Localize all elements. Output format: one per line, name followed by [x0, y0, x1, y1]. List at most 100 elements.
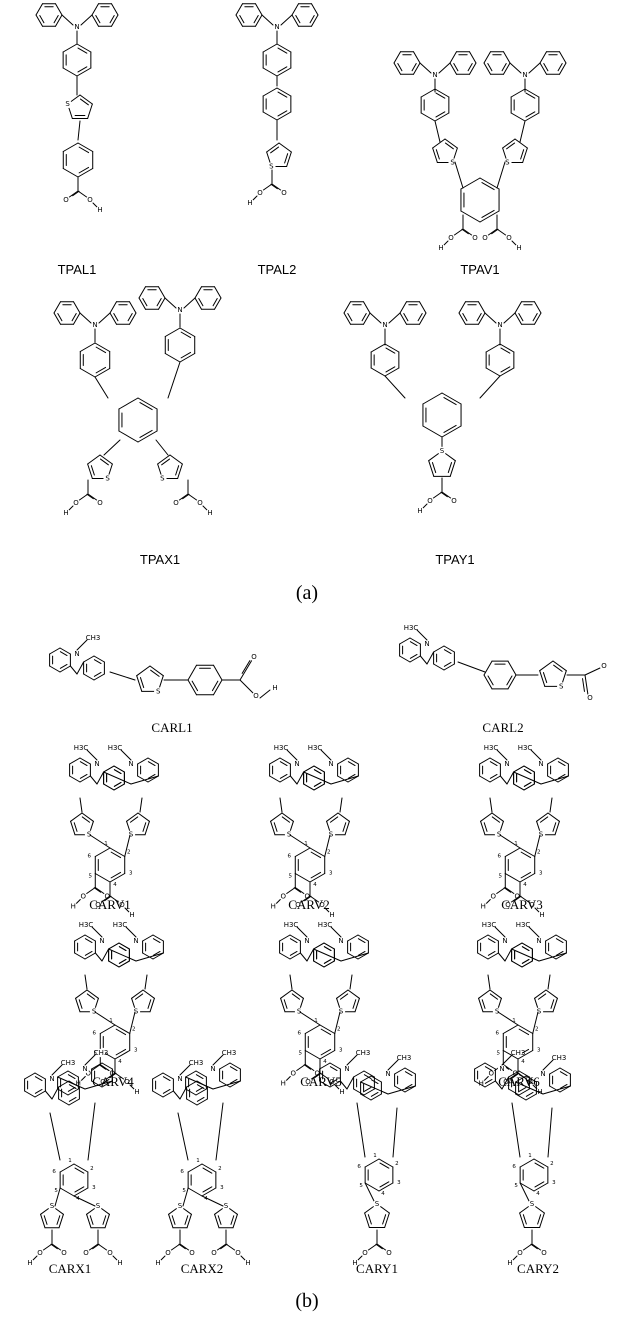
ring-position-label: 2 — [218, 1166, 222, 1172]
ring-position-label: 5 — [54, 1188, 58, 1194]
hydrogen-atom: H — [117, 1259, 122, 1267]
ring-position-label: 3 — [552, 1180, 556, 1186]
hydrogen-atom: H — [539, 911, 544, 919]
ring-position-label: 6 — [498, 854, 502, 860]
ring-position-label: 3 — [397, 1180, 401, 1186]
carbonyl-oxygen: O — [97, 499, 103, 507]
methyl-group: H3C — [274, 744, 289, 752]
hydroxyl-oxygen: O — [448, 234, 454, 242]
ring-position-label: 2 — [537, 850, 541, 856]
ring-position-label: 3 — [129, 871, 133, 877]
hydroxyl-oxygen: O — [235, 1249, 241, 1257]
ring-position-label: 1 — [373, 1153, 377, 1159]
label-carv5: CARV5 — [300, 1074, 342, 1089]
sulfur-atom: S — [269, 163, 274, 171]
nitrogen-atom: N — [294, 760, 299, 768]
ring-position-label: 5 — [94, 1051, 98, 1057]
methyl-group: H3C — [318, 921, 333, 929]
methyl-group: CH3 — [222, 1049, 237, 1057]
sulfur-atom: S — [65, 100, 70, 108]
methyl-group: H3C — [74, 744, 89, 752]
sulfur-atom: S — [50, 1202, 55, 1210]
hydrogen-atom: H — [247, 199, 252, 207]
ring-position-label: 4 — [118, 1059, 122, 1065]
hydroxyl-oxygen: O — [81, 893, 87, 901]
ring-position-label: 1 — [196, 1158, 200, 1164]
hydroxyl-oxygen: O — [491, 893, 497, 901]
methyl-group: CH3 — [94, 1049, 109, 1057]
hydrogen-atom: H — [129, 911, 134, 919]
ring-position-label: 4 — [521, 1059, 525, 1065]
ring-position-label: 2 — [127, 850, 131, 856]
hydroxyl-oxygen: O — [124, 1078, 130, 1086]
sulfur-atom: S — [224, 1202, 229, 1210]
nitrogen-atom: N — [304, 937, 309, 945]
ring-position-label: 3 — [92, 1185, 96, 1191]
carbonyl-oxygen: O — [305, 1078, 311, 1086]
carbonyl-oxygen: O — [83, 1249, 89, 1257]
hydrogen-atom: H — [207, 509, 212, 517]
carbonyl-oxygen: O — [541, 1249, 547, 1257]
nitrogen-atom: N — [497, 321, 502, 329]
hydrogen-atom: H — [27, 1259, 32, 1267]
hydroxyl-oxygen: O — [86, 1070, 92, 1078]
carbonyl-oxygen: O — [505, 901, 511, 909]
ring-position-label: 1 — [512, 1018, 516, 1024]
label-carv1: CARV1 — [89, 897, 131, 912]
sulfur-atom: S — [497, 831, 502, 839]
hydrogen-atom: H — [245, 1259, 250, 1267]
hydrogen-atom: H — [271, 903, 276, 911]
sulfur-atom: S — [495, 1008, 500, 1016]
nitrogen-atom: N — [540, 1070, 545, 1078]
label-carx2: CARX2 — [181, 1261, 224, 1276]
ring-position-label: 6 — [93, 1031, 97, 1037]
ring-position-label: 3 — [220, 1185, 224, 1191]
label-carv4: CARV4 — [92, 1074, 134, 1089]
ring-position-label: 5 — [514, 1183, 518, 1189]
sulfur-atom: S — [440, 447, 445, 455]
ring-position-label: 6 — [52, 1169, 56, 1175]
methyl-group: CH3 — [397, 1054, 412, 1062]
ring-position-label: 1 — [68, 1158, 72, 1164]
carbonyl-oxygen: O — [61, 1249, 67, 1257]
carbonyl-oxygen: O — [173, 499, 179, 507]
methyl-group: H3C — [516, 921, 531, 929]
nitrogen-atom: N — [502, 937, 507, 945]
carbonyl-oxygen: O — [315, 1070, 321, 1078]
hydroxyl-oxygen: O — [601, 662, 607, 670]
ring-position-label: 6 — [180, 1169, 184, 1175]
methyl-group: CH3 — [61, 1059, 76, 1067]
hydrogen-atom: H — [417, 507, 422, 515]
sulfur-atom: S — [287, 831, 292, 839]
carbonyl-oxygen: O — [95, 901, 101, 909]
hydrogen-atom: H — [329, 911, 334, 919]
ring-position-label: 3 — [537, 1048, 541, 1054]
methyl-group: H3C — [79, 921, 94, 929]
label-cary1: CARY1 — [356, 1261, 398, 1276]
sulfur-atom: S — [87, 831, 92, 839]
ring-position-label: 2 — [550, 1161, 554, 1167]
carbonyl-oxygen: O — [472, 234, 478, 242]
ring-position-label: 1 — [528, 1153, 532, 1159]
methyl-group: CH3 — [356, 1049, 371, 1057]
methyl-group: H3C — [518, 744, 533, 752]
nitrogen-atom: N — [385, 1070, 390, 1078]
nitrogen-atom: N — [499, 1065, 504, 1073]
sulfur-atom: S — [134, 1008, 139, 1016]
hydroxyl-oxygen: O — [107, 1249, 113, 1257]
nitrogen-atom: N — [177, 306, 182, 314]
carbonyl-oxygen: O — [305, 893, 311, 901]
hydrogen-atom: H — [537, 1088, 542, 1096]
sulfur-atom: S — [450, 159, 455, 167]
ring-position-label: 4 — [323, 1059, 327, 1065]
